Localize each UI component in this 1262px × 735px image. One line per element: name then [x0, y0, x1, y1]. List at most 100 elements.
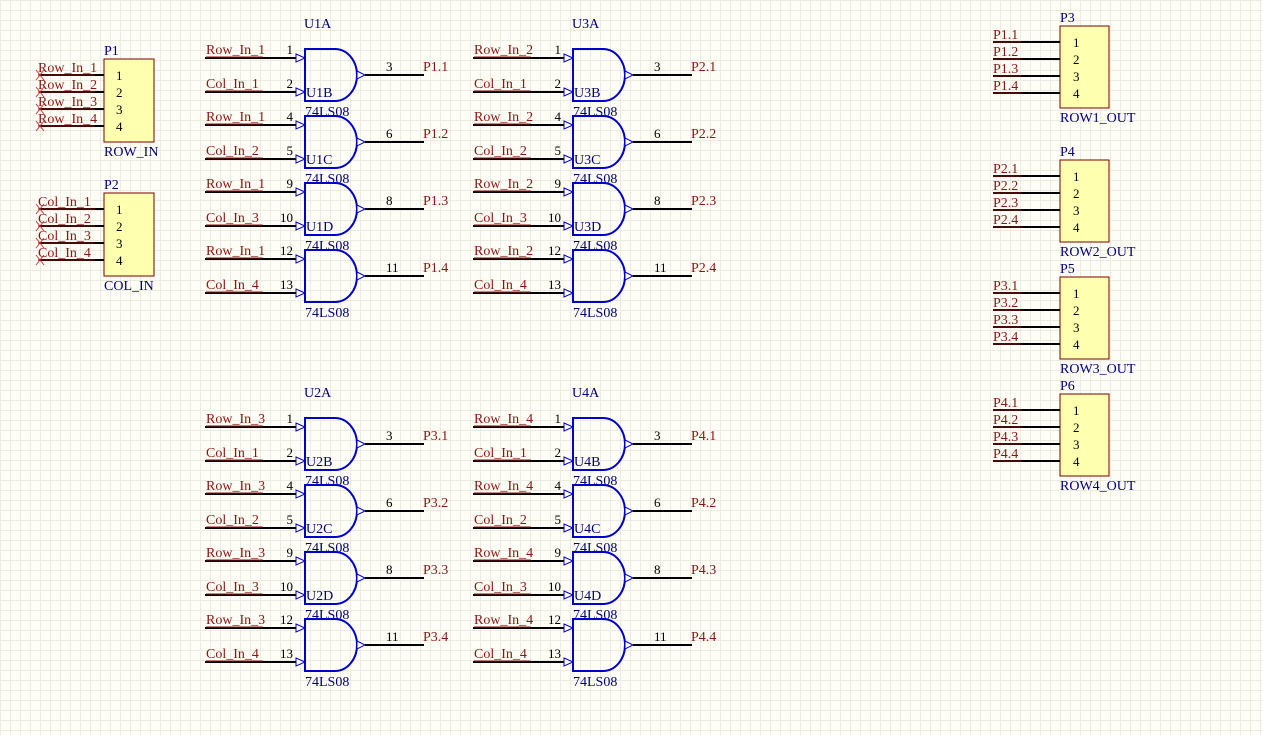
gate-comment: 74LS08	[573, 675, 617, 690]
net-label: Row_In_2	[474, 177, 533, 192]
net-label: P2.1	[993, 162, 1018, 177]
input-arrow-icon	[295, 87, 307, 97]
net-label: Col_In_4	[474, 647, 527, 662]
pin-number: 9	[555, 176, 562, 191]
output-arrow-icon	[356, 271, 367, 281]
pin-number: 3	[654, 59, 661, 74]
pin-number: 13	[548, 277, 561, 292]
net-label: Row_In_2	[474, 110, 533, 125]
pin-number: 8	[386, 193, 393, 208]
gate-designator: U1B	[306, 86, 332, 101]
net-label: Row_In_4	[474, 613, 533, 628]
input-arrow-icon	[295, 657, 307, 667]
gate-block-u1: 123Row_In_1Col_In_1P1.1U1A74LS08456Row_I…	[205, 17, 448, 321]
net-label: Row_In_3	[206, 412, 265, 427]
pin-number: 10	[280, 579, 293, 594]
output-net-label: P3.1	[423, 429, 448, 444]
connector-body[interactable]	[1059, 276, 1110, 360]
connector-pin-number: 2	[1073, 52, 1080, 67]
input-arrow-icon	[563, 623, 575, 633]
and-gate-body[interactable]	[572, 618, 626, 672]
connector-body[interactable]	[1059, 25, 1110, 109]
net-label: Col_In_3	[206, 211, 259, 226]
connector-pin-number: 3	[1073, 69, 1080, 84]
net-label: Col_In_2	[38, 212, 91, 227]
pin-number: 4	[555, 109, 562, 124]
and-gate-body[interactable]	[304, 249, 358, 303]
net-label: Col_In_3	[38, 229, 91, 244]
connector-pin-number: 1	[116, 68, 123, 83]
gate-designator: U4A	[572, 386, 600, 401]
pin-number: 4	[287, 109, 294, 124]
connector-p2[interactable]: P21Col_In_12Col_In_23Col_In_34Col_In_4CO…	[35, 178, 155, 294]
connector-pin-number: 1	[1073, 169, 1080, 184]
net-label: Row_In_3	[206, 479, 265, 494]
net-label: Col_In_1	[206, 446, 259, 461]
connector-designator: P1	[104, 44, 119, 59]
output-net-label: P2.4	[691, 261, 716, 276]
pin-number: 4	[555, 478, 562, 493]
gate-designator: U4B	[574, 455, 600, 470]
pin-number: 5	[555, 143, 562, 158]
net-label: Col_In_3	[206, 580, 259, 595]
connector-body[interactable]	[1059, 159, 1110, 243]
connector-pin-number: 1	[1073, 35, 1080, 50]
output-arrow-icon	[624, 271, 635, 281]
net-label: Row_In_3	[206, 546, 265, 561]
connector-body[interactable]	[103, 58, 155, 143]
connector-p1[interactable]: P11Row_In_12Row_In_23Row_In_34Row_In_4RO…	[35, 44, 158, 160]
connector-designator: P4	[1060, 145, 1075, 160]
and-gate-body[interactable]	[572, 249, 626, 303]
pin-number: 6	[654, 495, 661, 510]
output-net-label: P2.3	[691, 194, 716, 209]
and-gate-body[interactable]	[304, 618, 358, 672]
output-net-label: P4.1	[691, 429, 716, 444]
output-arrow-icon	[624, 137, 635, 147]
pin-number: 9	[287, 545, 294, 560]
net-label: P1.4	[993, 79, 1018, 94]
connector-body[interactable]	[1059, 393, 1110, 477]
output-arrow-icon	[356, 506, 367, 516]
output-net-label: P1.2	[423, 127, 448, 142]
net-label: Row_In_1	[206, 177, 265, 192]
net-label: P1.2	[993, 45, 1018, 60]
connector-name: COL_IN	[104, 279, 154, 294]
connector-body[interactable]	[103, 192, 155, 277]
gate-designator: U3A	[572, 17, 600, 32]
pin-number: 6	[386, 126, 393, 141]
connector-pin-number: 4	[1073, 86, 1080, 101]
net-label: Col_In_2	[474, 513, 527, 528]
connector-name: ROW4_OUT	[1060, 479, 1136, 494]
gate-designator: U3D	[574, 220, 601, 235]
net-label: Col_In_1	[474, 77, 527, 92]
output-net-label: P1.3	[423, 194, 448, 209]
gate-designator: U2C	[306, 522, 332, 537]
net-label: Col_In_1	[38, 195, 91, 210]
pin-number: 12	[548, 243, 561, 258]
net-label: P4.2	[993, 413, 1018, 428]
net-label: P2.4	[993, 213, 1018, 228]
output-net-label: P4.4	[691, 630, 716, 645]
pin-number: 13	[548, 646, 561, 661]
net-label: Row_In_2	[474, 244, 533, 259]
input-arrow-icon	[563, 154, 575, 164]
output-arrow-icon	[356, 70, 367, 80]
